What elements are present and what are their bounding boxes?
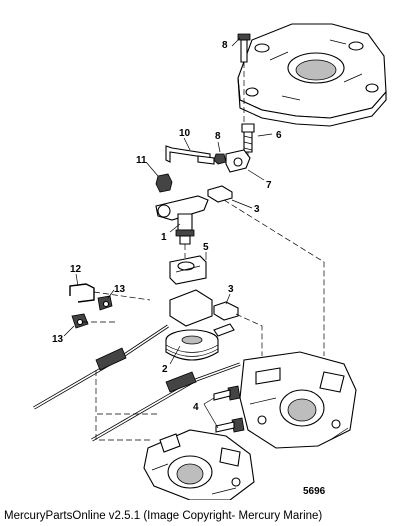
- leader-9: [231, 37, 241, 47]
- throttle-cable-lower: [91, 362, 241, 442]
- link-rod-10: [165, 145, 215, 165]
- carburetor-body-right: [239, 351, 357, 449]
- fitting-13-upper: [97, 295, 113, 311]
- leader-11: [145, 161, 159, 177]
- nut-8: [213, 153, 227, 165]
- leader-12: [75, 273, 79, 287]
- callout-3-upper: 3: [254, 204, 260, 215]
- leader-2: [169, 345, 181, 365]
- leader-3a: [231, 199, 253, 209]
- callout-2: 2: [162, 364, 168, 375]
- bracket-3-lower: [213, 301, 263, 356]
- callout-9: 8: [222, 40, 228, 51]
- leader-7: [247, 169, 265, 181]
- top-mounting-plate: [237, 23, 387, 127]
- callout-4: 4: [193, 402, 199, 413]
- copyright-footer: MercuryPartsOnline v2.5.1 (Image Copyrig…: [4, 510, 323, 522]
- ball-socket-7: [225, 149, 251, 173]
- stud-6: [241, 123, 255, 153]
- leader-1: [169, 223, 181, 233]
- carburetor-body-left: [143, 429, 255, 500]
- callout-1: 1: [161, 232, 167, 243]
- screw-4-lower: [215, 417, 245, 433]
- cam-5: [169, 255, 207, 285]
- callout-10: 10: [179, 128, 191, 139]
- leader-8: [217, 141, 221, 153]
- callout-8: 8: [215, 131, 221, 142]
- callout-3-lower: 3: [228, 284, 234, 295]
- leader-10: [183, 137, 191, 151]
- fitting-13-lower: [71, 313, 118, 329]
- leader-6: [257, 133, 273, 137]
- exploded-parts-diagram: 8 6 10 8 7 11 3 1 5 12 13 13 3 2 4 5696: [33, 23, 387, 500]
- guide-line-lower: [95, 416, 152, 441]
- screw-9: [237, 33, 251, 124]
- figure-number: 5696: [303, 486, 326, 497]
- callout-11: 11: [136, 155, 147, 166]
- leader-3b: [225, 293, 231, 305]
- throttle-lever-1: [155, 195, 209, 258]
- callout-13-lower: 13: [52, 334, 64, 345]
- leader-4: [203, 397, 219, 429]
- pulley-2: [165, 289, 235, 361]
- callout-5: 5: [203, 242, 209, 253]
- callout-12: 12: [70, 264, 82, 275]
- throttle-cable-upper: [33, 324, 169, 410]
- leader-13b: [63, 325, 75, 337]
- bracket-3-upper: [207, 185, 325, 356]
- leader-13a: [107, 289, 115, 299]
- screw-4-upper: [213, 385, 241, 401]
- clip-11: [155, 173, 173, 193]
- callout-13-upper: 13: [114, 284, 126, 295]
- guide-line-cable: [95, 370, 160, 415]
- clip-12: [69, 283, 151, 303]
- callout-6: 6: [276, 130, 282, 141]
- callout-7: 7: [266, 180, 272, 191]
